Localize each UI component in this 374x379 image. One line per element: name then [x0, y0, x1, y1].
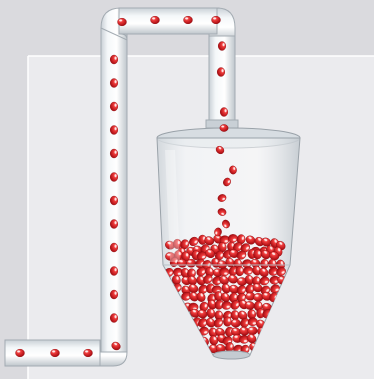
pellet	[110, 126, 118, 135]
pellet	[218, 42, 226, 51]
pellet	[110, 267, 118, 276]
pellet	[110, 290, 118, 299]
pellet	[184, 16, 193, 24]
pellet	[110, 243, 118, 252]
pellet	[186, 259, 196, 267]
pellet	[248, 327, 258, 335]
pellet	[260, 259, 268, 269]
pellet	[219, 268, 229, 276]
pellet	[110, 196, 118, 205]
pellet	[253, 293, 263, 301]
pellet	[110, 102, 118, 111]
pellet	[110, 79, 118, 88]
pellet	[223, 317, 231, 327]
pellet	[84, 349, 93, 357]
pellet	[220, 124, 228, 131]
pellet	[110, 149, 118, 158]
pellet	[16, 349, 25, 357]
pellet	[118, 18, 127, 26]
pellet	[212, 16, 221, 24]
pellet	[110, 220, 118, 229]
pellet	[51, 349, 60, 357]
pellet	[110, 173, 118, 182]
pellet	[110, 55, 118, 64]
pellet	[151, 16, 160, 24]
pellet	[110, 314, 118, 323]
pellet	[220, 108, 228, 117]
pellet	[253, 249, 262, 259]
pellet	[217, 68, 225, 77]
